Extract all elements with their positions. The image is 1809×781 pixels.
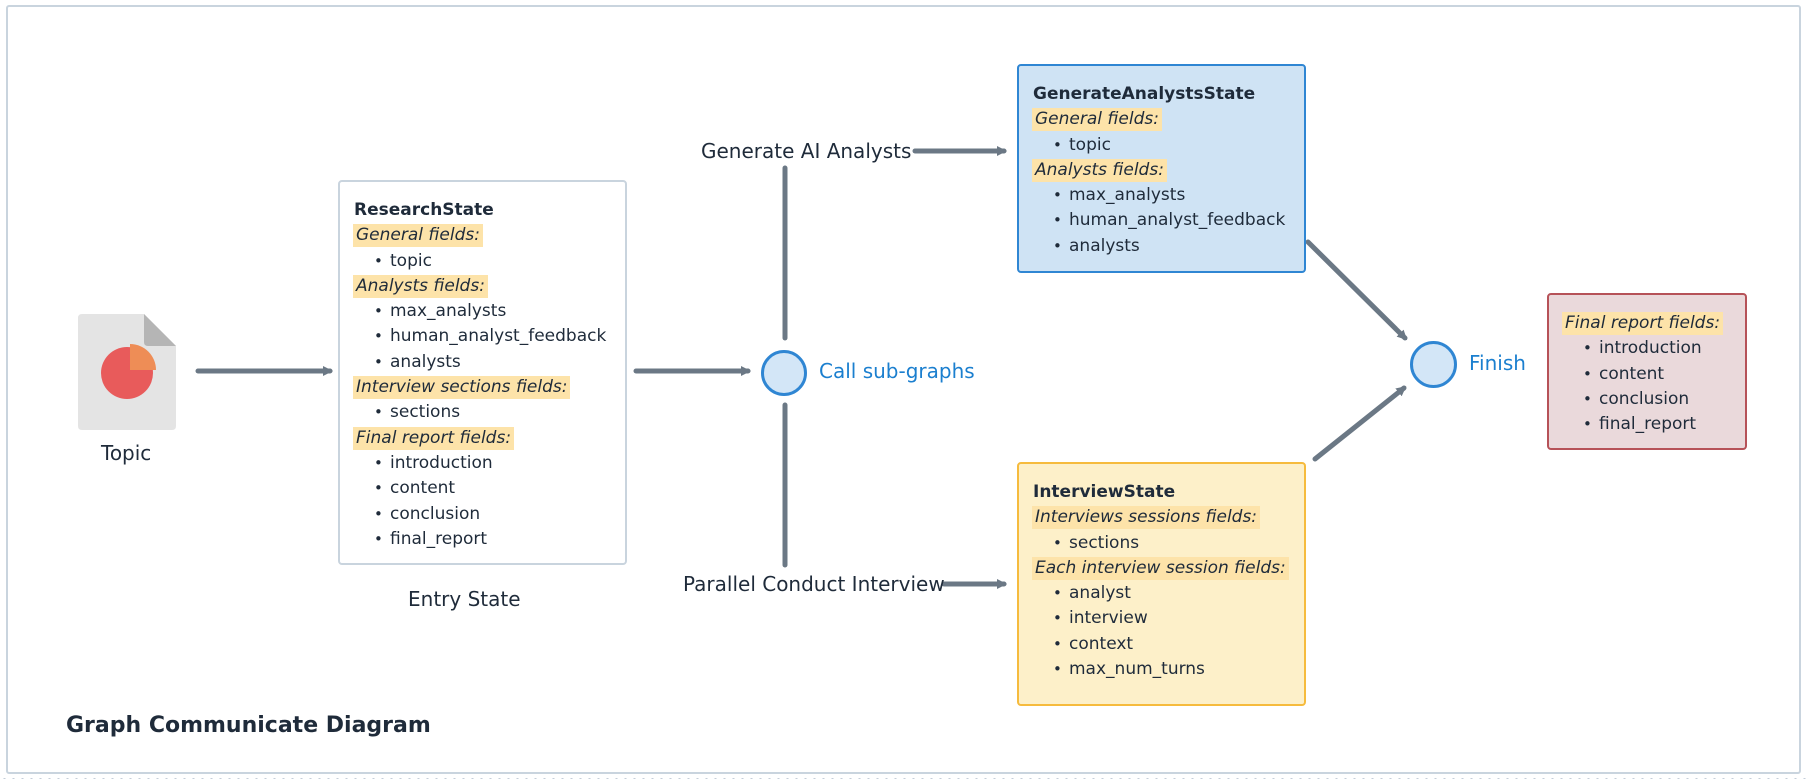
field-item: context: [1053, 632, 1290, 658]
field-item: content: [374, 476, 611, 502]
field-item: introduction: [1583, 336, 1731, 362]
field-item: interview: [1053, 606, 1290, 632]
field-item: max_num_turns: [1053, 657, 1290, 683]
field-item: introduction: [374, 451, 611, 477]
field-item: max_analysts: [1053, 183, 1290, 209]
finish-node: [1410, 341, 1457, 388]
field-item: topic: [1053, 133, 1290, 159]
field-item: analyst: [1053, 581, 1290, 607]
research-general-section: General fields:: [353, 224, 483, 248]
research-interview-section: Interview sections fields:: [353, 376, 571, 400]
final-report-box: Final report fields: introduction conten…: [1547, 293, 1747, 450]
generate-general-section: General fields:: [1032, 108, 1162, 132]
research-state-box: ResearchState General fields: topic Anal…: [338, 180, 627, 565]
final-report-section: Final report fields:: [1562, 312, 1724, 335]
document-pie-chart-icon: [78, 314, 176, 430]
entry-state-label: Entry State: [408, 587, 521, 611]
field-item: topic: [374, 249, 611, 275]
call-subgraphs-label: Call sub-graphs: [819, 359, 975, 383]
interview-state-title: InterviewState: [1033, 482, 1176, 502]
generate-state-title: GenerateAnalystsState: [1033, 84, 1256, 104]
field-item: final_report: [374, 527, 611, 553]
research-analysts-section: Analysts fields:: [353, 274, 488, 298]
parallel-conduct-interview-label: Parallel Conduct Interview: [683, 572, 945, 596]
field-item: max_analysts: [374, 299, 611, 325]
field-item: analysts: [374, 350, 611, 376]
diagram-frame: [6, 5, 1801, 774]
bottom-dotted-border: [0, 776, 1809, 781]
research-final-report-section: Final report fields:: [353, 426, 515, 450]
diagram-title: Graph Communicate Diagram: [66, 713, 431, 738]
field-item: final_report: [1583, 412, 1731, 438]
generate-analysts-state-box: GenerateAnalystsState General fields: to…: [1017, 64, 1306, 273]
field-item: conclusion: [374, 502, 611, 528]
field-item: sections: [1053, 531, 1290, 557]
research-state-title: ResearchState: [354, 200, 494, 220]
arrow-generate-state-to-finish: [1305, 239, 1408, 341]
call-subgraphs-node: [761, 350, 807, 396]
arrow-interview-state-to-finish: [1312, 385, 1407, 462]
field-item: sections: [374, 400, 611, 426]
field-item: content: [1583, 362, 1731, 388]
generate-analysts-section: Analysts fields:: [1032, 158, 1167, 182]
field-item: analysts: [1053, 234, 1290, 260]
interview-sessions-section: Interviews sessions fields:: [1032, 506, 1261, 530]
interview-state-box: InterviewState Interviews sessions field…: [1017, 462, 1306, 706]
interview-session-fields-section: Each interview session fields:: [1032, 556, 1289, 580]
field-item: human_analyst_feedback: [1053, 208, 1290, 234]
finish-label: Finish: [1469, 351, 1526, 375]
field-item: human_analyst_feedback: [374, 324, 611, 350]
field-item: conclusion: [1583, 387, 1731, 413]
topic-label: Topic: [101, 441, 152, 465]
generate-ai-analysts-label: Generate AI Analysts: [701, 139, 912, 163]
